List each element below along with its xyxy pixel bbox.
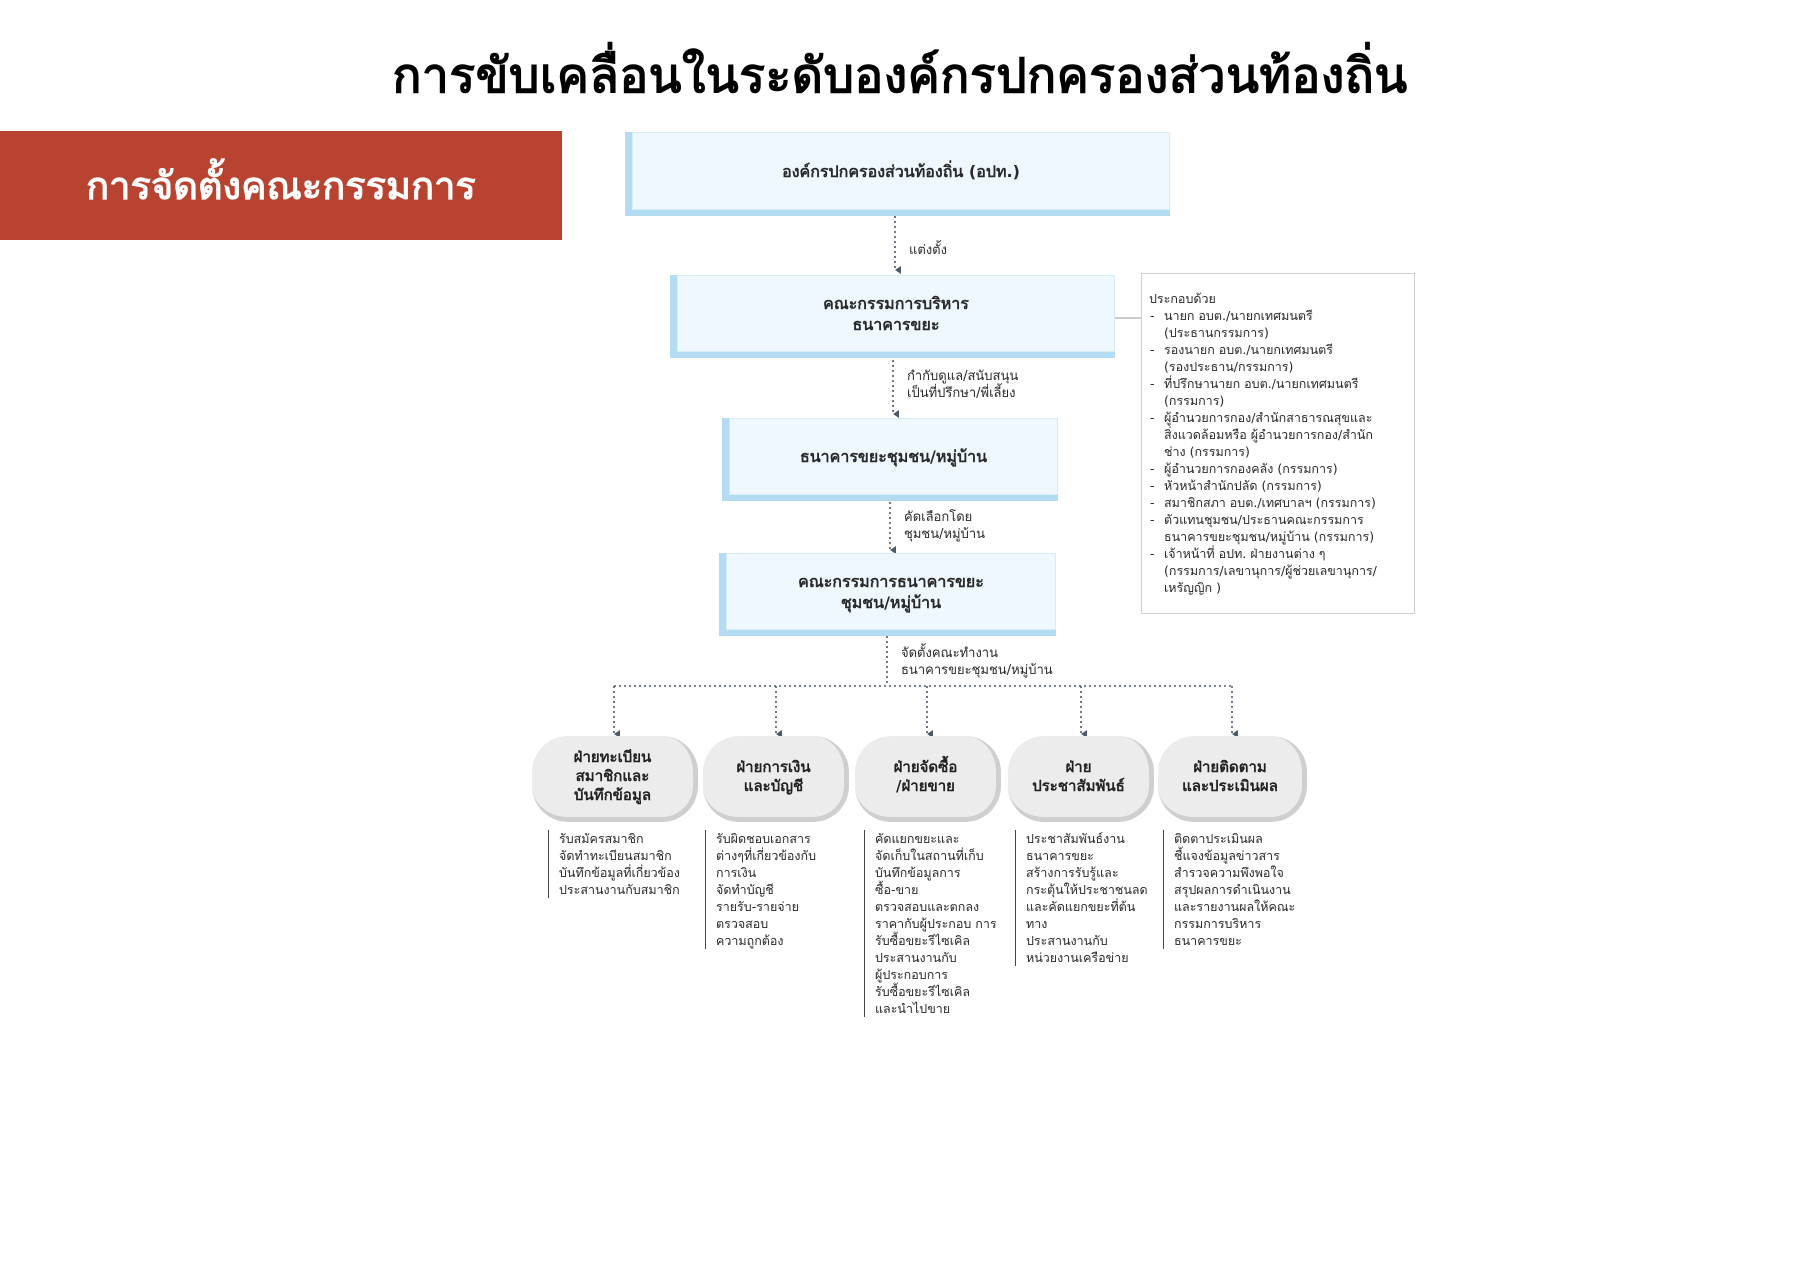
section-banner: การจัดตั้งคณะกรรมการ (0, 131, 562, 240)
duty-item: รับผิดชอบเอกสาร ต่างๆที่เกี่ยวข้องกับ กา… (716, 831, 817, 880)
member-item: ที่ปรึกษานายก อบต./นายกเทศมนตรี (กรรมการ… (1149, 375, 1408, 409)
duties-registration: รับสมัครสมาชิก จัดทำทะเบียนสมาชิก บันทึก… (548, 830, 719, 898)
member-item: หัวหน้าสำนักปลัด (กรรมการ) (1149, 477, 1408, 494)
duties-public-relations: ประชาสัมพันธ์งาน ธนาคารขยะ สร้างการรับรู… (1015, 830, 1166, 966)
duty-item: จัดทำทะเบียนสมาชิก (559, 848, 672, 863)
dept-public-relations: ฝ่าย ประชาสัมพันธ์ (1008, 736, 1154, 822)
box-executive-committee: คณะกรรมการบริหาร ธนาคารขยะ (670, 275, 1115, 358)
label-supervise: กำกับดูแล/สนับสนุน เป็นที่ปรึกษา/พี่เลี้… (907, 369, 1019, 401)
member-item: นายก อบต./นายกเทศมนตรี (ประธานกรรมการ) (1149, 307, 1408, 341)
duty-item: จัดทำบัญชี รายรับ-รายจ่าย (716, 882, 799, 914)
duty-item: ตรวจสอบ ความถูกต้อง (716, 916, 784, 948)
duty-item: สำรวจความพึงพอใจ (1174, 865, 1284, 880)
duty-item: ประสานงานกับ ผู้ประกอบการ รับซื้อขยะรีไซ… (875, 950, 971, 1016)
duty-item: ประชาสัมพันธ์งาน ธนาคารขยะ (1026, 831, 1125, 863)
duty-item: สร้างการรับรู้และ กระตุ้นให้ประชาชนลด แล… (1026, 865, 1148, 931)
box-local-administration: องค์กรปกครองส่วนท้องถิ่น (อปท.) (625, 132, 1170, 216)
duty-item: รับสมัครสมาชิก (559, 831, 644, 846)
duty-item: สรุปผลการดำเนินงาน และรายงานผลให้คณะ กรร… (1174, 882, 1296, 948)
dept-monitoring-evaluation: ฝ่ายติดตาม และประเมินผล (1158, 736, 1307, 822)
committee-members-box: ประกอบด้วย นายก อบต./นายกเทศมนตรี (ประธา… (1141, 273, 1415, 614)
dept-procurement-sales: ฝ่ายจัดซื้อ /ฝ่ายขาย (855, 736, 1001, 822)
page-title: การขับเคลื่อนในระดับองค์กรปกครองส่วนท้อง… (392, 48, 1408, 104)
duty-item: ประสานงานกับ หน่วยงานเครือข่าย (1026, 933, 1129, 965)
duties-monitoring-evaluation: ติดตาประเมินผล ชี้แจงข้อมูลข่าวสาร สำรวจ… (1163, 830, 1314, 949)
label-select: คัดเลือกโดย ชุมชน/หมู่บ้าน (904, 510, 986, 542)
duty-item: บันทึกข้อมูลที่เกี่ยวข้อง (559, 865, 680, 880)
duty-item: ตรวจสอบและตกลง ราคากับผู้ประกอบ การ รับซ… (875, 899, 997, 948)
member-item: สมาชิกสภา อบต./เทศบาลฯ (กรรมการ) (1149, 494, 1408, 511)
members-heading: ประกอบด้วย (1149, 291, 1216, 306)
dept-registration: ฝ่ายทะเบียน สมาชิกและ บันทึกข้อมูล (532, 736, 698, 822)
member-item: รองนายก อบต./นายกเทศมนตรี (รองประธาน/กรร… (1149, 341, 1408, 375)
member-item: เจ้าหน้าที่ อปท. ฝ่ายงานต่าง ๆ (กรรมการ/… (1149, 545, 1408, 596)
dept-finance: ฝ่ายการเงิน และบัญชี (703, 736, 849, 822)
member-item: ตัวแทนชุมชน/ประธานคณะกรรมการ ธนาคารขยะชุ… (1149, 511, 1408, 545)
member-item: ผู้อำนวยการกองคลัง (กรรมการ) (1149, 460, 1408, 477)
label-form-working-group: จัดตั้งคณะทำงาน ธนาคารขยะชุมชน/หมู่บ้าน (901, 646, 1053, 678)
box-community-waste-bank: ธนาคารขยะชุมชน/หมู่บ้าน (722, 418, 1058, 501)
duty-item: บันทึกข้อมูลการ ซื้อ-ขาย (875, 865, 961, 897)
duty-item: ประสานงานกับสมาชิก (559, 882, 680, 897)
duty-item: คัดแยกขยะและ จัดเก็บในสถานที่เก็บ (875, 831, 984, 863)
member-item: ผู้อำนวยการกอง/สำนักสาธารณสุขและ สิ่งแวด… (1149, 409, 1408, 460)
duty-item: ชี้แจงข้อมูลข่าวสาร (1174, 848, 1280, 863)
box-waste-bank-committee: คณะกรรมการธนาคารขยะ ชุมชน/หมู่บ้าน (719, 553, 1056, 636)
label-appoint: แต่งตั้ง (909, 243, 947, 258)
duties-finance: รับผิดชอบเอกสาร ต่างๆที่เกี่ยวข้องกับ กา… (705, 830, 846, 949)
duties-procurement-sales: คัดแยกขยะและ จัดเก็บในสถานที่เก็บ บันทึก… (864, 830, 1015, 1017)
duty-item: ติดตาประเมินผล (1174, 831, 1263, 846)
members-list: นายก อบต./นายกเทศมนตรี (ประธานกรรมการ) ร… (1149, 307, 1408, 596)
